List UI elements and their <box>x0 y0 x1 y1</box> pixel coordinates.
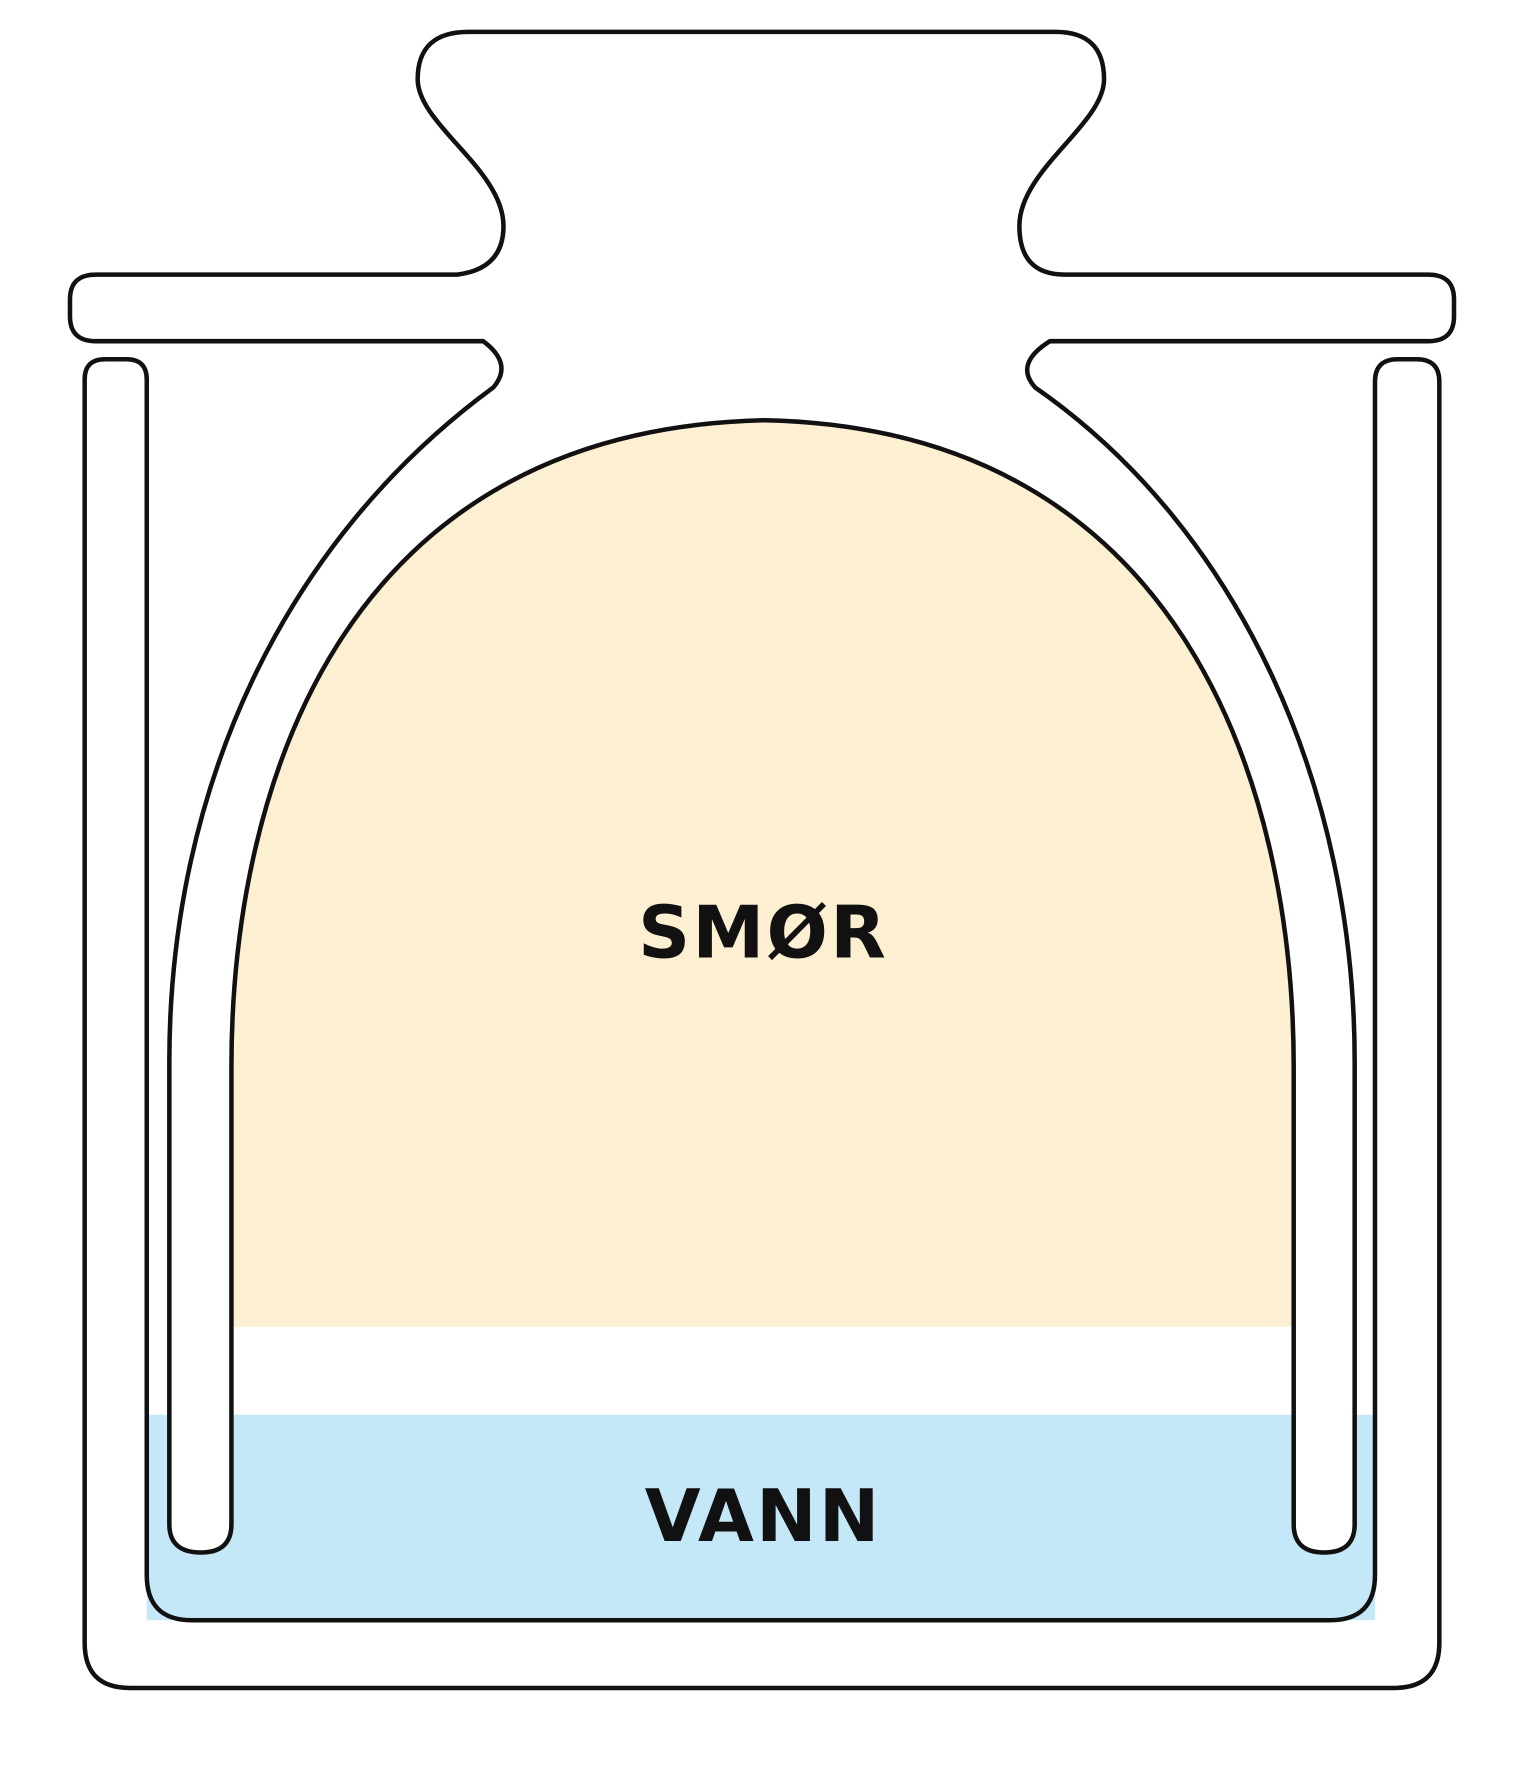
butter-layer <box>231 420 1294 1327</box>
outer-beaker <box>82 356 1442 1691</box>
water-label: VANN <box>645 1475 882 1559</box>
butter-label: SMØR <box>638 892 888 976</box>
water-layer <box>146 1414 1375 1621</box>
bell-vessel <box>67 29 1457 1555</box>
